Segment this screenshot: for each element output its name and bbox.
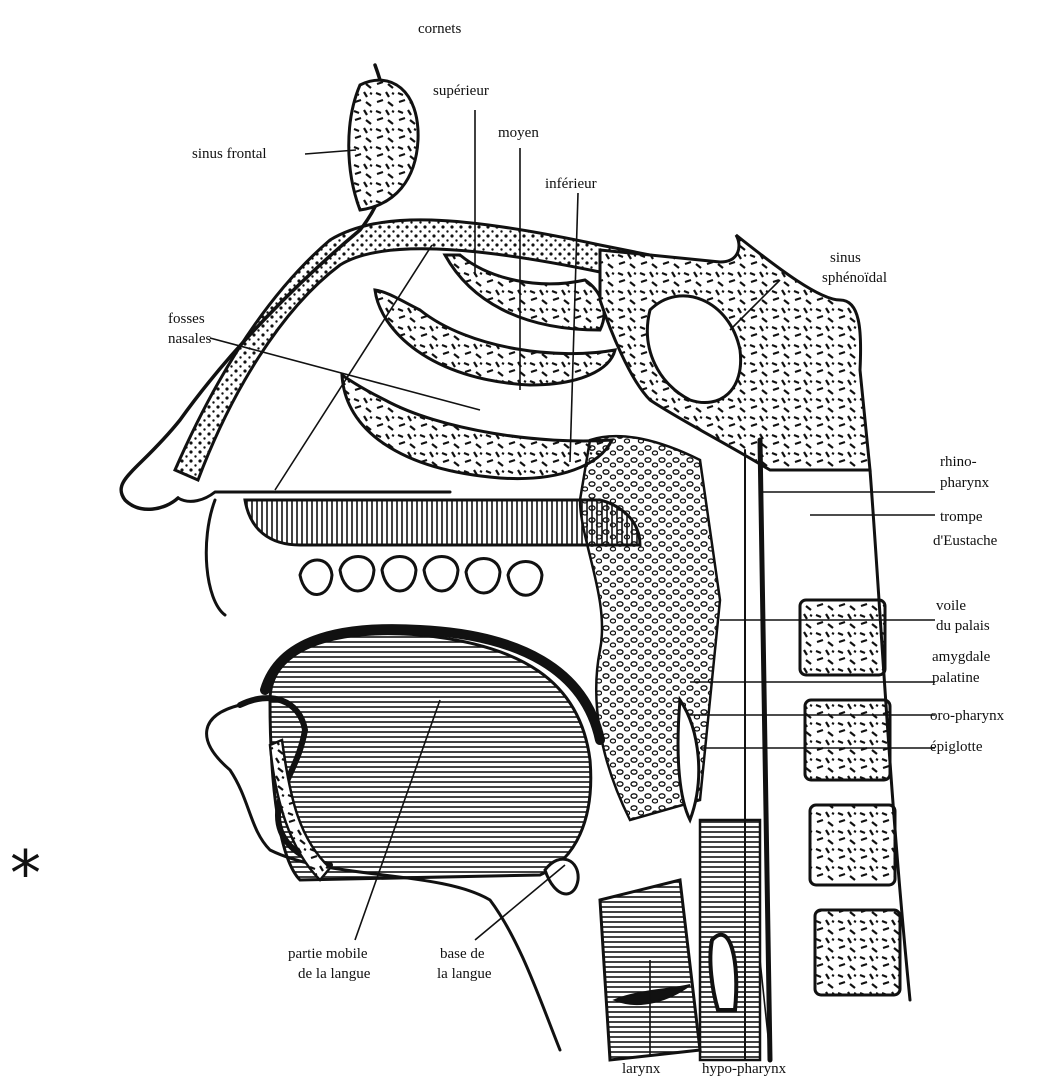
tongue (270, 634, 591, 880)
label-rhino-pharynx-2: pharynx (940, 475, 990, 491)
label-moyen: moyen (498, 125, 539, 141)
label-base-langue-2: la langue (437, 966, 492, 982)
frontal-sinus (349, 80, 418, 210)
label-partie-mobile-1: partie mobile (288, 946, 368, 962)
label-superieur: supérieur (433, 83, 489, 99)
label-partie-mobile-2: de la langue (298, 966, 371, 982)
label-amygdale-2: palatine (932, 670, 980, 686)
label-hypo-pharynx: hypo-pharynx (702, 1061, 787, 1077)
label-oro-pharynx: oro-pharynx (930, 708, 1005, 724)
cervical-vertebrae (800, 600, 900, 995)
label-voile-2: du palais (936, 618, 990, 634)
upper-teeth (300, 557, 542, 596)
label-trompe-2: d'Eustache (933, 533, 998, 549)
label-sinus-sphenoidal-1: sinus (830, 250, 861, 266)
label-trompe-1: trompe (940, 509, 983, 525)
label-fosses-nasales-2: nasales (168, 331, 211, 347)
turbinates (342, 255, 615, 479)
label-sinus-frontal: sinus frontal (192, 146, 267, 162)
label-larynx: larynx (622, 1061, 661, 1077)
label-voile-1: voile (936, 598, 966, 614)
label-amygdale-1: amygdale (932, 649, 991, 665)
arytenoid (710, 935, 736, 1010)
label-rhino-pharynx-1: rhino- (940, 454, 977, 470)
diagram-title: cornets (418, 21, 461, 37)
asterisk-marker: * (10, 837, 41, 910)
label-base-langue-1: base de (440, 946, 485, 962)
label-sinus-sphenoidal-2: sphénoïdal (822, 270, 887, 286)
label-epiglotte: épiglotte (930, 739, 983, 755)
label-fosses-nasales-1: fosses (168, 311, 205, 327)
face-profile (121, 65, 560, 1050)
label-inferieur: inférieur (545, 176, 597, 192)
